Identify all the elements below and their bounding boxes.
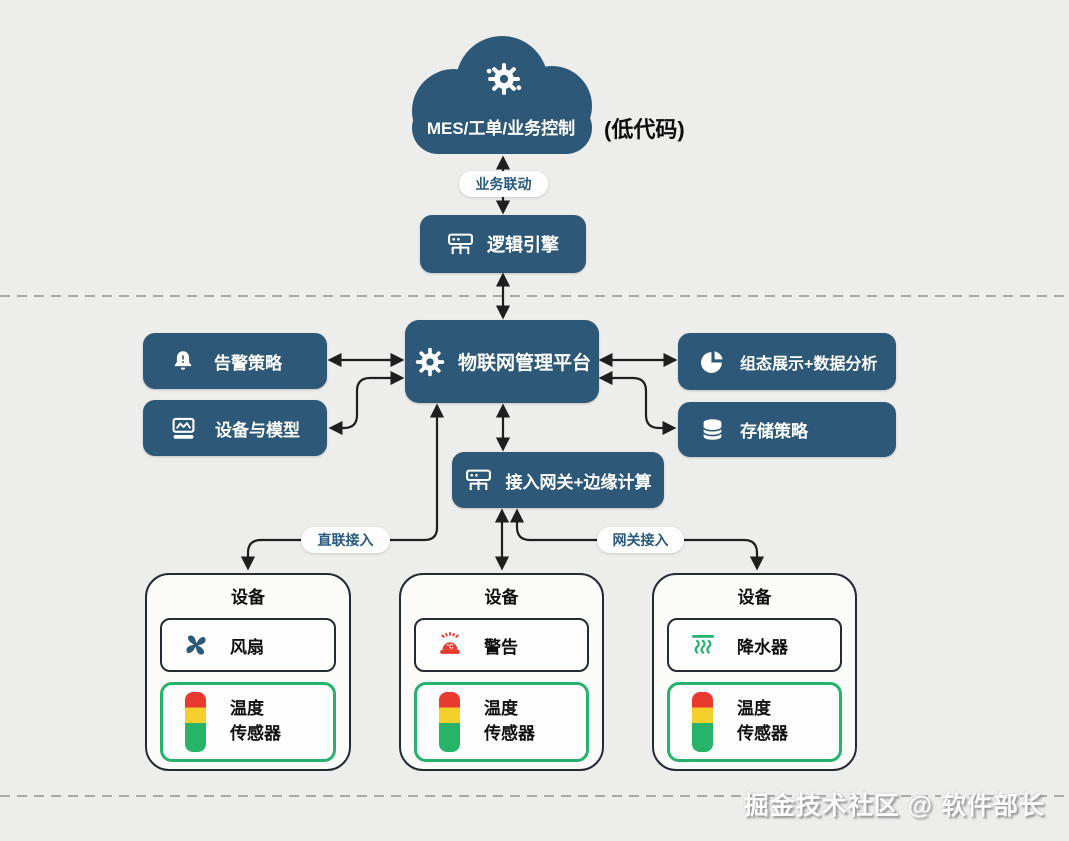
sensor-label-line1: 温度 — [230, 699, 264, 719]
temperature-bar-icon — [692, 692, 713, 752]
hub-icon — [448, 233, 473, 254]
database-icon — [702, 419, 723, 440]
gear-network-icon — [486, 63, 522, 95]
watermark: 掘金技术社区 @ 软件部长 — [743, 792, 1045, 820]
sensor-box: 温度 传感器 — [667, 682, 842, 762]
node-label: 存储策略 — [740, 422, 808, 441]
sensor-label-line2: 传感器 — [230, 724, 281, 743]
node-edge-gateway: 接入网关+边缘计算 — [452, 452, 664, 508]
sensor-box: 温度 传感器 — [414, 682, 589, 762]
node-logic-engine: 逻辑引擎 — [420, 215, 586, 273]
alert-bell-icon — [174, 351, 192, 370]
component-box-alarm: °C 警告 — [414, 618, 589, 672]
siren-icon: °C — [440, 631, 460, 654]
edge-platform-storage — [598, 370, 677, 436]
device-chart-icon — [172, 417, 195, 439]
sensor-label-line2: 传感器 — [737, 724, 788, 743]
device-title: 设备 — [737, 588, 772, 607]
device-card-fan: 设备 风扇 温度 传感器 — [145, 573, 351, 771]
edge-label-business-link: 业务联动 — [459, 171, 548, 197]
pie-chart-icon — [701, 351, 723, 373]
sensor-label-line1: 温度 — [737, 699, 771, 719]
hub-icon — [465, 469, 491, 490]
component-box-sprinkler: 降水器 — [667, 618, 842, 672]
node-storage-policy: 存储策略 — [678, 402, 896, 457]
temperature-bar-icon — [439, 692, 460, 752]
sprinkler-icon — [692, 634, 714, 654]
node-alert-policy: 告警策略 — [143, 333, 327, 389]
node-label: 设备与模型 — [215, 420, 300, 440]
component-label: 降水器 — [737, 637, 788, 657]
node-device-model: 设备与模型 — [143, 400, 327, 456]
device-title: 设备 — [231, 588, 265, 607]
device-title: 设备 — [484, 588, 519, 607]
edge-label-direct-access: 直联接入 — [301, 527, 390, 553]
edge-devicemodel-platform — [328, 370, 405, 436]
node-iot-platform: 物联网管理平台 — [405, 320, 599, 403]
edge-label-gateway-access: 网关接入 — [597, 527, 684, 553]
node-label: 组态展示+数据分析 — [740, 355, 878, 373]
node-scada-analytics: 组态展示+数据分析 — [678, 333, 896, 390]
component-label: 警告 — [484, 637, 518, 657]
sensor-box: 温度 传感器 — [160, 682, 336, 762]
gear-icon — [415, 347, 445, 376]
temperature-bar-icon — [185, 692, 206, 752]
sensor-label-line1: 温度 — [484, 699, 518, 719]
device-card-alarm: 设备 °C 警告 温度 传感器 — [399, 573, 604, 771]
sensor-label: 温度 传感器 — [484, 697, 535, 746]
sensor-label-line2: 传感器 — [484, 724, 535, 743]
svg-text:°C: °C — [446, 642, 454, 650]
node-label: 告警策略 — [214, 353, 282, 373]
sensor-label: 温度 传感器 — [230, 697, 281, 746]
node-label: 接入网关+边缘计算 — [505, 472, 652, 492]
fan-icon — [186, 635, 206, 655]
node-label: 物联网管理平台 — [457, 353, 591, 374]
component-label: 风扇 — [230, 637, 264, 657]
node-label: 逻辑引擎 — [487, 235, 559, 255]
low-code-note: (低代码) — [604, 117, 685, 142]
component-box-fan: 风扇 — [160, 618, 336, 672]
cloud-label: MES/工单/业务控制 — [426, 119, 576, 138]
sensor-label: 温度 传感器 — [737, 697, 788, 746]
device-card-sprinkler: 设备 降水器 温度 传感器 — [652, 573, 857, 771]
